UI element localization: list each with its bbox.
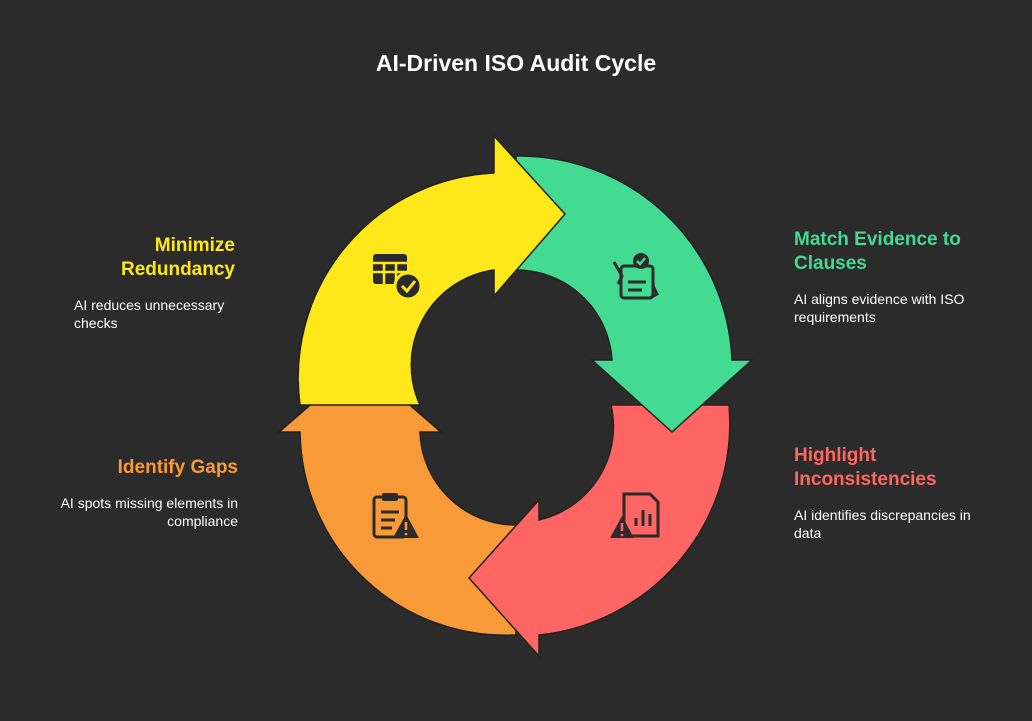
step-description: AI spots missing elements in compliance xyxy=(60,495,238,529)
step-description: AI identifies discrepancies in data xyxy=(794,507,971,541)
chart-warning-icon xyxy=(610,492,660,538)
step-title: Match Evidence to Clauses xyxy=(794,229,961,274)
step-description: AI aligns evidence with ISO requirements xyxy=(794,291,965,325)
clipboard-hand-check-icon xyxy=(612,253,659,300)
step-identify-gaps: Identify Gaps AI spots missing elements … xyxy=(40,456,238,530)
diagram-title: AI-Driven ISO Audit Cycle xyxy=(375,50,657,76)
table-check-icon xyxy=(373,254,423,301)
step-highlight-inconsistencies: Highlight Inconsistencies AI identifies … xyxy=(794,444,994,542)
step-title: Minimize Redundancy xyxy=(120,235,235,280)
step-minimize-redundancy: Minimize Redundancy AI reduces unnecessa… xyxy=(60,234,235,332)
step-title: Highlight Inconsistencies xyxy=(794,445,937,490)
cycle-segment-highlight xyxy=(467,404,731,658)
step-description: AI reduces unnecessary checks xyxy=(74,297,225,331)
step-match-evidence: Match Evidence to Clauses AI aligns evid… xyxy=(794,228,994,326)
cycle-segment-minimize xyxy=(297,134,567,406)
step-title: Identify Gaps xyxy=(117,457,238,478)
cycle-segment-match xyxy=(515,155,754,434)
clipboard-warning-icon xyxy=(372,493,419,539)
